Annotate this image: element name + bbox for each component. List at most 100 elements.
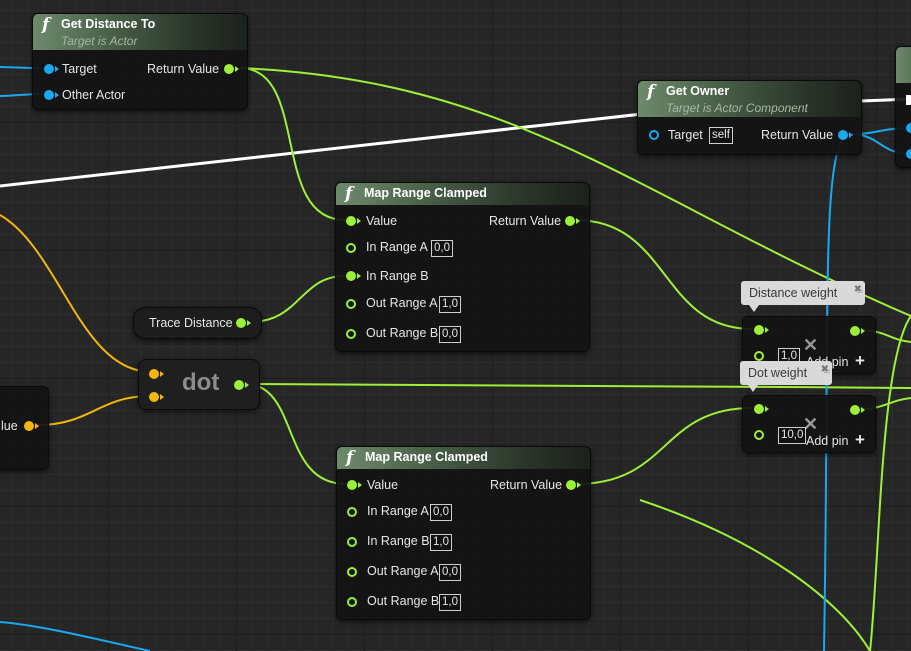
wire-dot-to-map2[interactable] <box>244 383 347 485</box>
dot-output-pin-icon[interactable] <box>234 380 244 390</box>
function-icon: f <box>647 82 655 102</box>
map-range-clamped-node-1[interactable]: f Map Range Clamped Value Return Value I… <box>335 182 590 352</box>
get-distance-to-node[interactable]: f Get Distance To Target is Actor Target… <box>32 13 248 110</box>
pin-arrow-icon <box>849 132 853 138</box>
pin-arrow-icon <box>358 482 362 488</box>
comment-text: Distance weight <box>749 286 838 300</box>
target-pin-icon[interactable] <box>649 130 659 140</box>
node-subtitle: Target is Actor Component <box>666 101 808 115</box>
pin-label-return-value: Return Value <box>761 128 834 142</box>
node-header[interactable]: f Get Distance To Target is Actor <box>33 14 247 50</box>
get-owner-node[interactable]: f Get Owner Target is Actor Component Ta… <box>637 80 862 155</box>
vector-b-pin-icon[interactable] <box>149 392 159 402</box>
exec-pin-icon[interactable] <box>906 95 911 105</box>
out-range-a-pin-icon[interactable] <box>347 567 357 577</box>
in-range-a-field[interactable]: 0,0 <box>431 240 453 257</box>
multiply-input-a-pin-icon[interactable] <box>754 325 764 335</box>
target-default-field[interactable]: self <box>709 127 733 144</box>
multiply-node-2[interactable]: ✕ 10,0 Add pin + <box>742 395 876 453</box>
wire-vector-bottom[interactable] <box>37 395 151 426</box>
pin-arrow-icon <box>577 482 581 488</box>
pin-arrow-icon <box>247 320 251 326</box>
return-value-pin-icon[interactable] <box>566 480 576 490</box>
multiply-operator-icon: ✕ <box>803 335 819 355</box>
offscreen-node-left[interactable]: lue <box>0 386 49 470</box>
dot-product-node[interactable]: dot <box>138 359 260 410</box>
vector-output-pin-icon[interactable] <box>24 421 34 431</box>
function-icon: f <box>42 15 50 35</box>
offscreen-node-top-right[interactable] <box>895 46 911 168</box>
multiply-input-a-pin-icon[interactable] <box>754 404 764 414</box>
pin-comment-icon[interactable]: ▭ <box>856 288 863 295</box>
return-value-pin-icon[interactable] <box>224 64 234 74</box>
wire-trace-to-inrangeb[interactable] <box>249 275 346 323</box>
out-range-b-pin-icon[interactable] <box>346 329 356 339</box>
node-header[interactable]: f Map Range Clamped <box>336 183 589 205</box>
return-value-pin-icon[interactable] <box>838 130 848 140</box>
wire-owner-blue-down[interactable] <box>823 133 851 651</box>
wire-green-down-2[interactable] <box>639 499 871 651</box>
pin-label-other-actor: Other Actor <box>62 88 126 102</box>
node-header[interactable]: f Map Range Clamped <box>337 447 590 469</box>
wire-blue-bottom[interactable] <box>0 621 151 651</box>
object-pin-icon[interactable] <box>906 149 911 159</box>
add-pin-icon[interactable]: + <box>855 351 865 370</box>
object-pin-icon[interactable] <box>906 123 911 133</box>
wire-dot-to-right[interactable] <box>244 383 911 389</box>
wire-vector-top[interactable] <box>0 214 151 373</box>
value-pin-icon[interactable] <box>347 480 357 490</box>
pin-label-in-range-a: In Range A <box>367 504 429 518</box>
return-value-pin-icon[interactable] <box>565 216 575 226</box>
multiply-input-b-pin-icon[interactable] <box>754 351 764 361</box>
out-range-a-field[interactable]: 1,0 <box>439 296 461 313</box>
close-icon[interactable]: ✖ <box>853 284 862 295</box>
pin-label-return-value: Return Value <box>147 62 220 76</box>
variable-output-pin-icon[interactable] <box>236 318 246 328</box>
wire-distance-to-right[interactable] <box>239 67 911 317</box>
trace-distance-variable-node[interactable]: Trace Distance <box>133 307 262 339</box>
pin-comment-icon[interactable]: ▭ <box>823 368 830 375</box>
wire-map2-to-mult2[interactable] <box>575 407 753 485</box>
wire-map1-to-mult1[interactable] <box>574 219 753 330</box>
pin-label-in-range-a: In Range A <box>366 240 428 254</box>
other-actor-pin-icon[interactable] <box>44 90 54 100</box>
value-pin-icon[interactable] <box>346 216 356 226</box>
pin-arrow-icon <box>160 371 164 377</box>
in-range-a-pin-icon[interactable] <box>346 243 356 253</box>
map-range-clamped-node-2[interactable]: f Map Range Clamped Value Return Value I… <box>336 446 591 620</box>
in-range-a-pin-icon[interactable] <box>347 507 357 517</box>
pin-arrow-icon <box>55 66 59 72</box>
wire-distance-to-map1[interactable] <box>239 67 346 221</box>
function-icon: f <box>346 448 354 468</box>
comment-bubble-dot-weight[interactable]: Dot weight ✖ ▭ <box>740 361 832 392</box>
node-header[interactable]: f Get Owner Target is Actor Component <box>638 81 861 117</box>
vector-a-pin-icon[interactable] <box>149 369 159 379</box>
node-operator-label: dot <box>182 369 220 396</box>
out-range-a-pin-icon[interactable] <box>346 299 356 309</box>
close-icon[interactable]: ✖ <box>820 364 829 375</box>
out-range-b-field[interactable]: 1,0 <box>439 594 461 611</box>
multiply-output-pin-icon[interactable] <box>850 405 860 415</box>
multiply-output-pin-icon[interactable] <box>850 326 860 336</box>
node-subtitle: Target is Actor <box>61 34 138 48</box>
in-range-b-pin-icon[interactable] <box>347 537 357 547</box>
out-range-b-field[interactable]: 0,0 <box>439 326 461 343</box>
multiply-value-field[interactable]: 1,0 <box>778 348 800 365</box>
pin-label-return-value: Return Value <box>490 478 563 492</box>
add-pin-icon[interactable]: + <box>855 430 865 449</box>
in-range-a-field[interactable]: 0,0 <box>430 504 452 521</box>
target-pin-icon[interactable] <box>44 64 54 74</box>
out-range-b-pin-icon[interactable] <box>347 597 357 607</box>
in-range-b-pin-icon[interactable] <box>346 271 356 281</box>
node-title: Get Distance To <box>61 17 156 31</box>
wire-green-down-1[interactable] <box>869 315 911 651</box>
node-title: Map Range Clamped <box>365 450 488 464</box>
in-range-b-field[interactable]: 1,0 <box>430 534 452 551</box>
multiply-input-b-pin-icon[interactable] <box>754 430 764 440</box>
comment-bubble-distance-weight[interactable]: Distance weight ✖ ▭ <box>741 281 865 312</box>
add-pin-label[interactable]: Add pin <box>806 434 849 448</box>
pin-label-in-range-b: In Range B <box>366 269 429 283</box>
out-range-a-field[interactable]: 0,0 <box>439 564 461 581</box>
function-icon: f <box>345 184 353 204</box>
multiply-value-field[interactable]: 10,0 <box>778 427 807 444</box>
